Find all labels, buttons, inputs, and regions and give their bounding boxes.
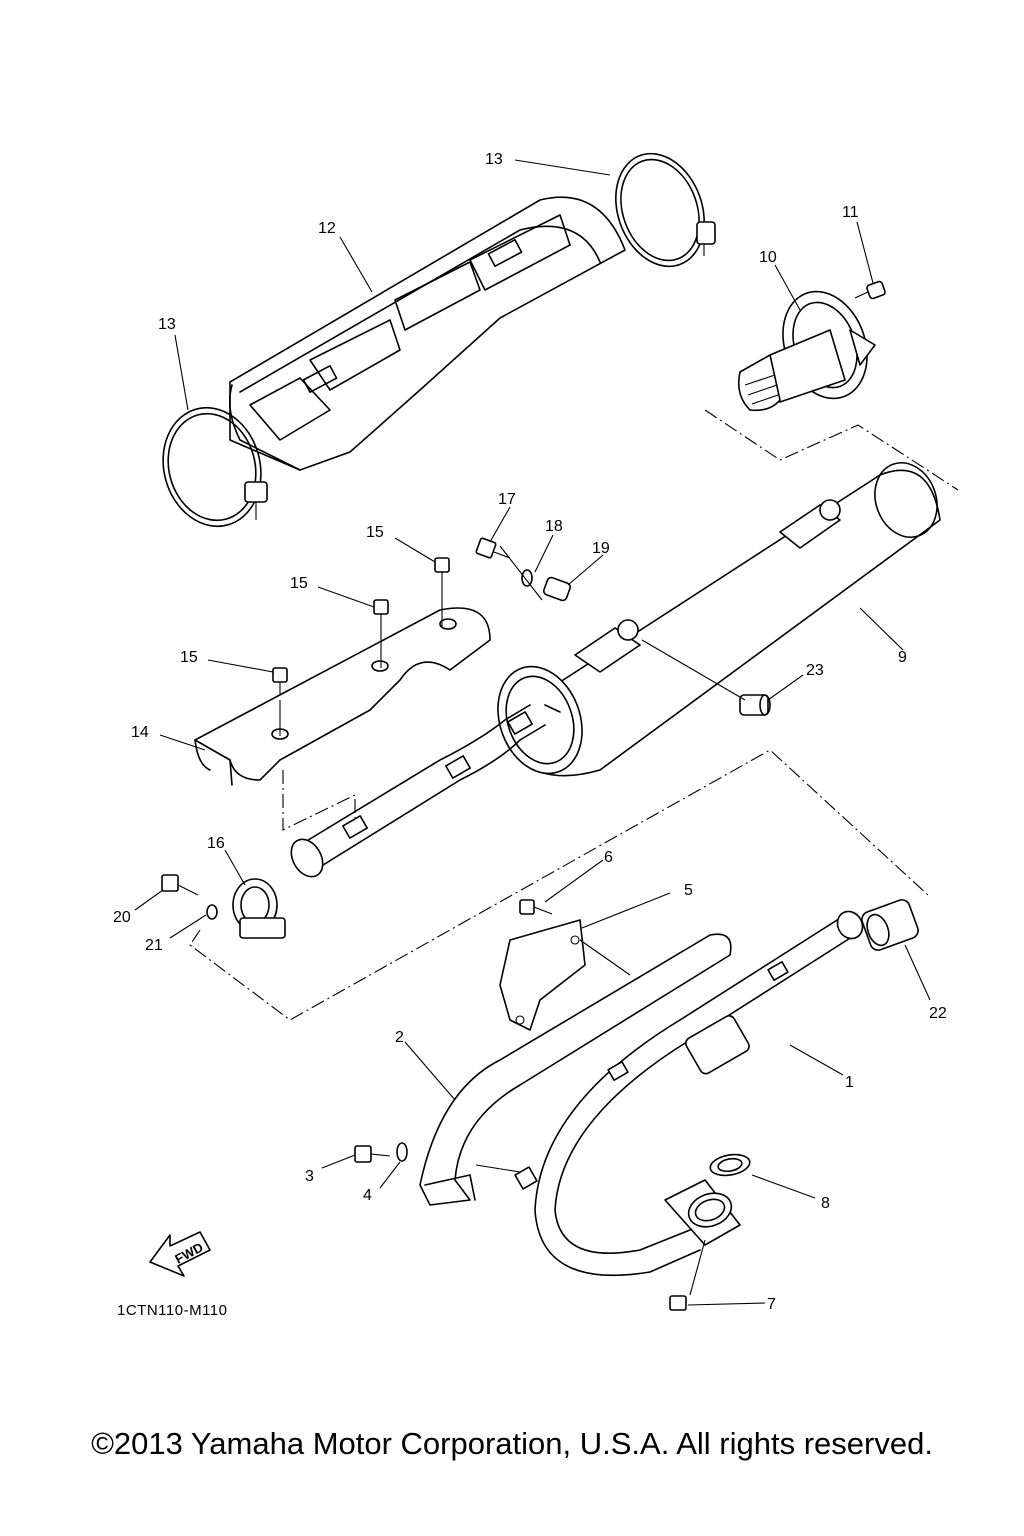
callout-4: 4 xyxy=(363,1187,372,1204)
callout-1: 1 xyxy=(845,1074,854,1091)
band-clamp-upper xyxy=(615,152,716,268)
callout-13-upper: 13 xyxy=(485,151,503,168)
pipe-protector xyxy=(194,607,491,786)
callout-20: 17 xyxy=(498,491,516,508)
bolt-part-3 xyxy=(354,1145,391,1163)
sleeve-part-19 xyxy=(861,899,919,951)
diagram-code: 1CTN110-M110 xyxy=(117,1302,228,1319)
washer-part-4 xyxy=(396,1142,408,1162)
bolt-part-17 xyxy=(161,874,199,896)
grommet-part-22 xyxy=(542,576,572,602)
clamp-part-16 xyxy=(232,878,286,939)
callout-15-mid: 15 xyxy=(290,575,308,592)
callout-2: 2 xyxy=(395,1029,404,1046)
muffler-body xyxy=(497,462,941,777)
spark-arrester xyxy=(737,290,876,412)
washer-part-21 xyxy=(521,569,533,587)
exhaust-pipe-protector-lower xyxy=(419,933,732,1206)
band-clamp-lower xyxy=(162,406,268,528)
callout-21: 18 xyxy=(545,518,563,535)
fwd-arrow-icon: FWD xyxy=(149,1231,211,1277)
callout-8: 8 xyxy=(821,1195,830,1212)
bracket-part-5 xyxy=(499,919,586,1031)
nut-part-7 xyxy=(669,1295,687,1311)
bolt-part-6 xyxy=(519,899,553,915)
callout-9: 9 xyxy=(898,649,907,666)
collar-part-23 xyxy=(739,694,771,716)
callout-12: 12 xyxy=(318,220,336,237)
exhaust-pipe xyxy=(514,910,864,1277)
callout-labels: 13 12 13 10 11 17 18 19 15 15 15 14 9 23… xyxy=(113,151,947,1313)
callout-10: 10 xyxy=(759,249,777,266)
callout-17: 20 xyxy=(113,909,131,926)
callout-15-top: 15 xyxy=(366,524,384,541)
callout-11: 11 xyxy=(842,204,859,221)
exhaust-flange xyxy=(664,1179,741,1246)
callout-6: 6 xyxy=(604,849,613,866)
washer-part-18 xyxy=(206,904,218,920)
callout-7: 7 xyxy=(767,1296,776,1313)
callout-18: 21 xyxy=(145,937,163,954)
callout-14: 14 xyxy=(131,724,149,741)
gasket-part-8 xyxy=(709,1153,751,1177)
callout-leaders xyxy=(134,159,931,1306)
callout-13-lower: 13 xyxy=(158,316,176,333)
screw-part-11 xyxy=(854,280,886,300)
muffler-protector xyxy=(229,196,626,471)
inner-pipe xyxy=(290,704,546,878)
callout-23: 23 xyxy=(806,662,824,679)
bolts-part-15 xyxy=(272,557,450,700)
callout-3: 3 xyxy=(305,1168,314,1185)
copyright-notice: ©2013 Yamaha Motor Corporation, U.S.A. A… xyxy=(91,1426,933,1461)
callout-22: 19 xyxy=(592,540,610,557)
callout-19: 22 xyxy=(929,1005,947,1022)
assembly-lines xyxy=(189,409,959,1296)
callout-15-low: 15 xyxy=(180,649,198,666)
callout-16: 16 xyxy=(207,835,225,852)
bolt-part-20 xyxy=(475,537,511,559)
callout-5: 5 xyxy=(684,882,693,899)
